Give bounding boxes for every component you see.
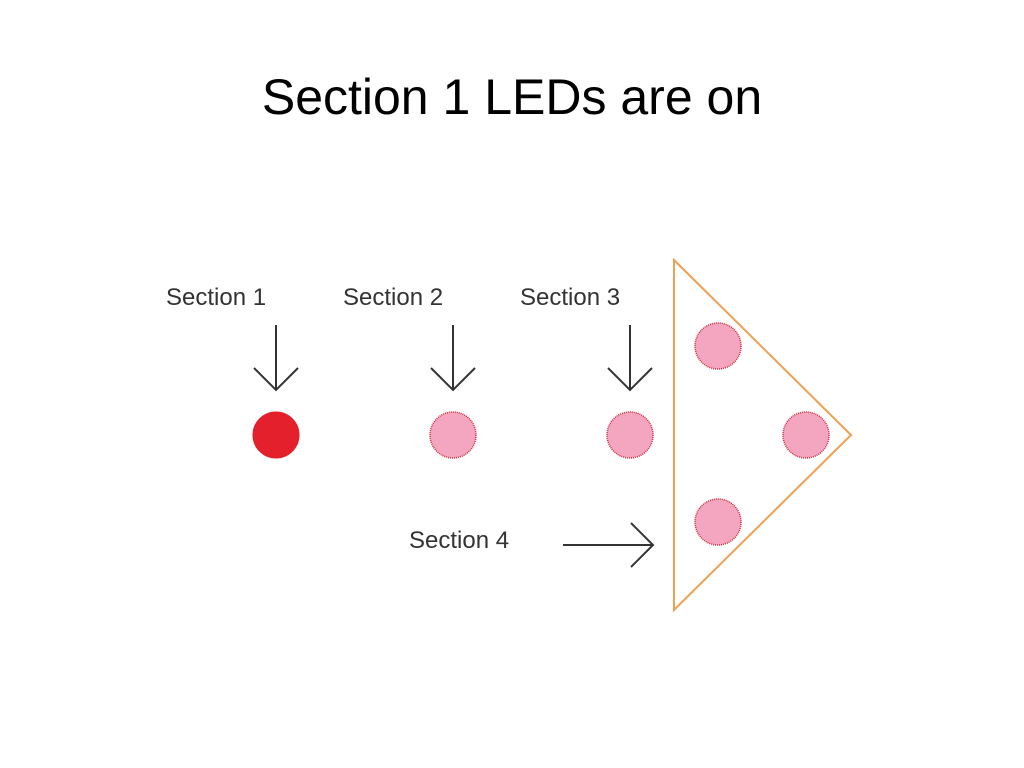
section-1-arrow-icon — [253, 325, 299, 392]
section-1-label: Section 1 — [166, 284, 266, 311]
slide-title: Section 1 LEDs are on — [261, 69, 763, 125]
section-3-led — [606, 411, 654, 459]
section-3-arrow-icon — [607, 325, 653, 392]
section-4-led — [694, 322, 742, 370]
section-2-arrow-icon — [430, 325, 476, 392]
section-1-led — [252, 411, 300, 459]
section-4-label: Section 4 — [409, 527, 509, 554]
section-4-arrow-icon — [563, 522, 655, 568]
section-4-led — [694, 498, 742, 546]
section-3-label: Section 3 — [520, 284, 620, 311]
section-4-led — [782, 411, 830, 459]
section-4-triangle — [673, 257, 853, 613]
section-2-label: Section 2 — [343, 284, 443, 311]
section-2-led — [429, 411, 477, 459]
